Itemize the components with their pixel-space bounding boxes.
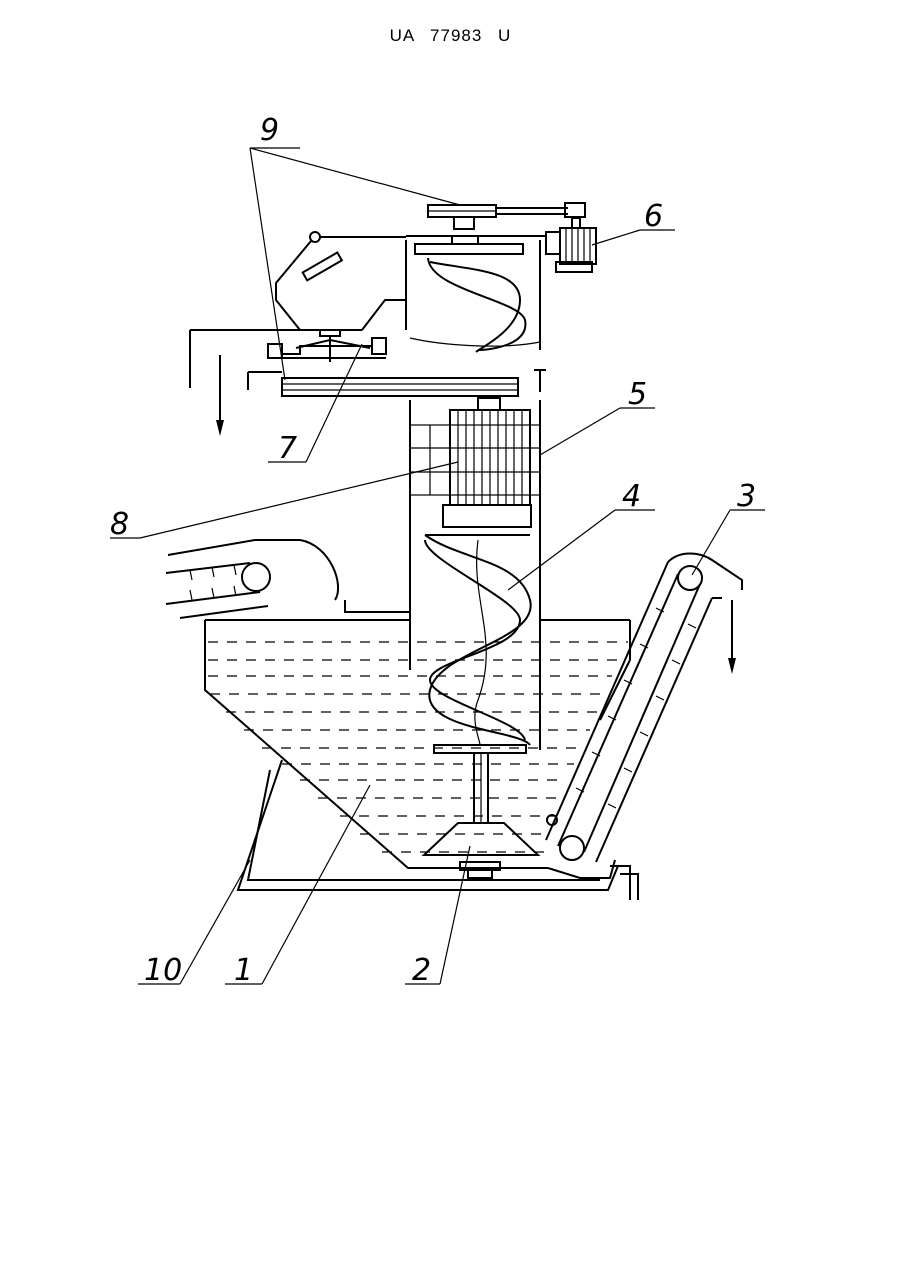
right-conveyor [546, 554, 742, 863]
label-9: 9 [260, 113, 279, 148]
label-6: 6 [644, 199, 663, 234]
label-7: 7 [278, 431, 297, 466]
top-belt-drive [428, 203, 585, 229]
tank [205, 620, 630, 878]
central-column [406, 236, 546, 750]
left-conveyor [166, 540, 410, 618]
lower-screw [424, 535, 538, 878]
flow-arrow-left [216, 355, 224, 436]
label-1: 1 [234, 953, 253, 988]
flow-arrow-right [728, 600, 736, 674]
upper-screw [410, 236, 540, 352]
distributor-7 [190, 330, 518, 396]
label-10: 10 [144, 953, 182, 988]
label-4: 4 [622, 479, 641, 514]
upper-hood [276, 232, 406, 330]
motor-6 [546, 218, 596, 272]
disperser-cone [424, 823, 538, 855]
label-8: 8 [110, 507, 129, 542]
label-2: 2 [412, 953, 431, 988]
label-3: 3 [737, 479, 756, 514]
label-5: 5 [628, 377, 647, 412]
outer-frame [238, 760, 638, 900]
